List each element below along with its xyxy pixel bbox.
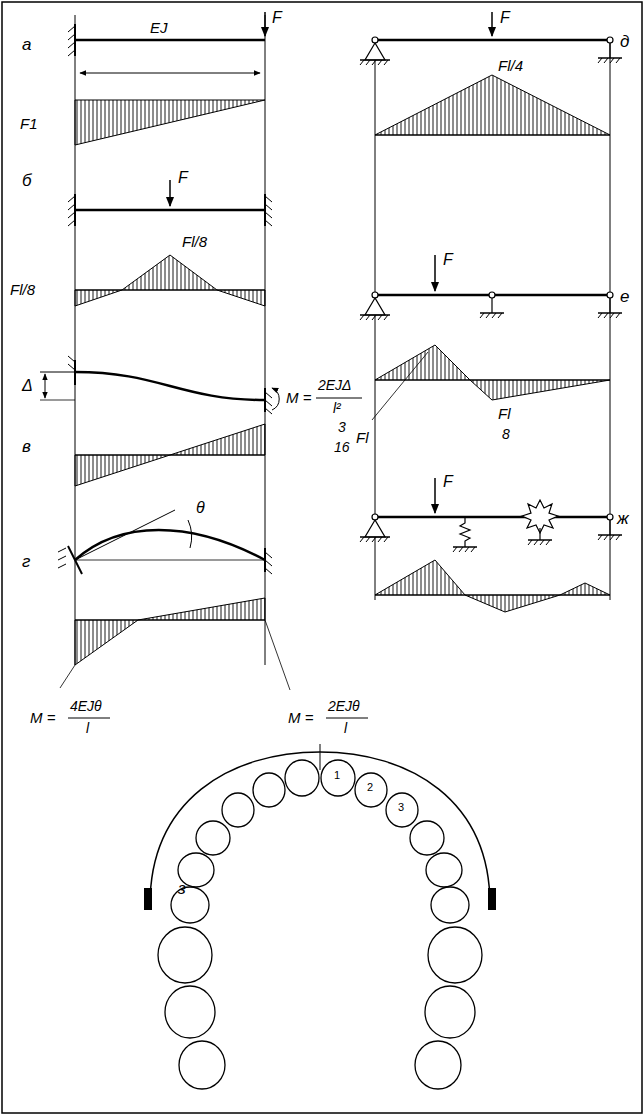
moment-value: Fl/4: [498, 58, 523, 73]
case-letter: д: [620, 33, 629, 50]
moment-formula: M =: [288, 710, 313, 725]
force-label: F: [272, 10, 282, 26]
fraction-denominator: 8: [502, 427, 510, 441]
tooth-number: 1: [334, 770, 340, 781]
moment-value: F1: [20, 116, 38, 131]
moment-value: Fl: [498, 406, 511, 421]
moment-value: Fl: [356, 430, 369, 445]
case-letter: з: [178, 880, 186, 897]
moment-value: Fl/8: [182, 234, 207, 249]
tooth-number: 3: [398, 802, 404, 813]
moment-formula: M =: [30, 710, 55, 725]
force-label: F: [443, 252, 453, 268]
formula-numerator: 2EJθ: [328, 699, 360, 713]
case-letter: б: [22, 172, 32, 189]
formula-denominator: l²: [333, 401, 341, 415]
moment-value: Fl/8: [10, 282, 35, 297]
fraction-numerator: 3: [338, 420, 346, 434]
case-letter: ж: [617, 510, 629, 527]
tooth-number: 2: [367, 782, 373, 793]
force-label: F: [443, 474, 453, 490]
formula-denominator: l: [86, 721, 89, 735]
formula-numerator: 4EJθ: [70, 699, 102, 713]
case-letter: в: [22, 438, 31, 455]
fraction-denominator: 16: [334, 440, 350, 454]
formula-numerator: 2EJΔ: [318, 378, 352, 392]
formula-denominator: l: [344, 721, 347, 735]
force-label: F: [178, 170, 188, 186]
case-letter: г: [22, 553, 30, 570]
displacement-label: Δ: [22, 378, 33, 394]
force-label: F: [500, 10, 510, 26]
case-letter: е: [620, 288, 629, 305]
moment-formula: M =: [286, 390, 311, 405]
rotation-label: θ: [196, 500, 205, 516]
case-letter: а: [22, 36, 31, 53]
stiffness-label: EJ: [150, 20, 168, 35]
